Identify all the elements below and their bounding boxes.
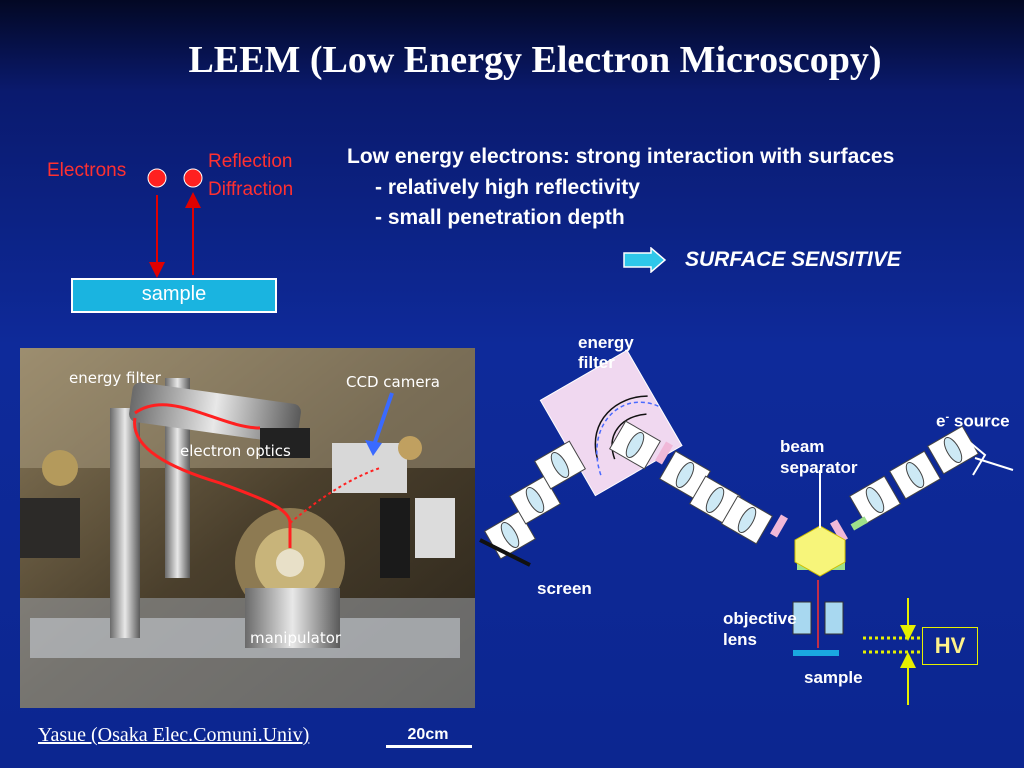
photo-label-electron-optics: electron optics — [180, 442, 291, 460]
photo-label-ccd-camera: CCD camera — [346, 373, 440, 391]
diagram-label-energy: energy — [578, 333, 634, 352]
diagram-label-lens: lens — [723, 630, 758, 649]
bullet-item-2: - small penetration depth — [375, 206, 625, 229]
diagram-label-screen: screen — [537, 579, 592, 598]
photo-label-energy-filter: energy filter — [69, 369, 161, 387]
source-lens-1 — [848, 475, 902, 525]
photo-label-manipulator: manipulator — [250, 629, 342, 647]
diagram-label-objective: objective — [723, 609, 797, 628]
objective-lens — [792, 580, 844, 648]
diagram-label-sample: sample — [804, 668, 863, 687]
screen-lens-3 — [533, 440, 587, 490]
sample-plate — [793, 650, 839, 656]
sample-box: sample — [71, 278, 277, 313]
filter-lens-4 — [720, 495, 774, 545]
filter-lens-1 — [608, 420, 662, 470]
page-title: LEEM (Low Energy Electron Microscopy) — [188, 39, 882, 81]
incident-electron-dot — [147, 168, 167, 188]
leem-optics-diagram — [479, 349, 1014, 705]
screen-line — [479, 538, 531, 567]
screen-lens-2 — [508, 475, 562, 525]
bullet-item-1: - relatively high reflectivity — [375, 176, 640, 199]
diagram-label-separator: separator — [780, 458, 858, 477]
diagram-label-e-source: e- source — [936, 411, 1010, 431]
source-lens-3 — [926, 425, 980, 475]
filter-lens-2 — [658, 450, 712, 500]
reflection-label: Reflection — [208, 151, 293, 172]
diagram-label-beam: beam — [780, 437, 825, 456]
reflected-electron-dot — [183, 168, 203, 188]
diffraction-label: Diffraction — [208, 179, 294, 200]
right-arrow-icon — [623, 247, 667, 273]
electrons-label: Electrons — [47, 160, 127, 181]
instrument-photo — [20, 348, 475, 708]
bullet-heading: Low energy electrons: strong interaction… — [347, 145, 895, 168]
hv-label: HV — [922, 627, 978, 665]
credit-link[interactable]: Yasue (Osaka Elec.Comuni.Univ) — [38, 724, 310, 746]
scale-bar — [386, 745, 472, 748]
scale-bar-label: 20cm — [407, 726, 449, 743]
source-lens-2 — [888, 450, 942, 500]
electron-beam-schematic — [147, 168, 203, 278]
surface-sensitive-label: SURFACE SENSITIVE — [685, 248, 901, 271]
diagram-label-filter: filter — [578, 353, 615, 372]
